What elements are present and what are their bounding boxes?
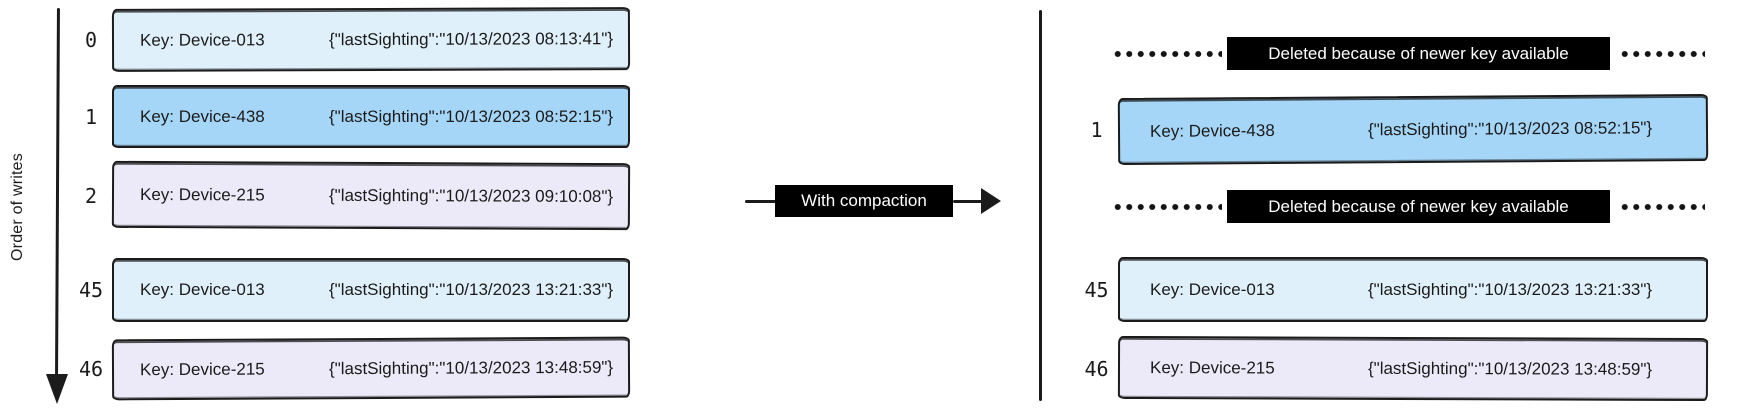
log-record-row: 0 Key: Device-013 {"lastSighting":"10/13… — [70, 7, 631, 72]
record-value: {"lastSighting":"10/13/2023 13:21:33"} — [1368, 279, 1653, 299]
record-key: Key: Device-013 — [1150, 279, 1275, 299]
tombstone-row: Deleted because of newer key available — [1075, 190, 1708, 223]
record-offset: 1 — [1090, 117, 1103, 142]
log-record-row: 45 Key: Device-013 {"lastSighting":"10/1… — [70, 258, 630, 322]
tombstone-row: Deleted because of newer key available — [1075, 37, 1708, 70]
record-value: {"lastSighting":"10/13/2023 08:52:15"} — [329, 106, 614, 126]
log-record-row: 1 Key: Device-438 {"lastSighting":"10/13… — [1075, 93, 1709, 166]
log-record-row: 46 Key: Device-215 {"lastSighting":"10/1… — [1075, 335, 1709, 402]
record-box: Key: Device-215 {"lastSighting":"10/13/2… — [111, 336, 631, 401]
log-record-row: 1 Key: Device-438 {"lastSighting":"10/13… — [70, 85, 630, 148]
log-record-row: 2 Key: Device-215 {"lastSighting":"10/13… — [70, 160, 631, 231]
record-box: Key: Device-438 {"lastSighting":"10/13/2… — [112, 85, 630, 148]
record-box: Key: Device-438 {"lastSighting":"10/13/2… — [1117, 93, 1709, 166]
record-value: {"lastSighting":"10/13/2023 13:21:33"} — [329, 280, 614, 299]
tombstone-label: Deleted because of newer key available — [1227, 37, 1610, 70]
record-key: Key: Device-215 — [139, 359, 265, 379]
record-offset: 45 — [78, 278, 104, 302]
compacted-log-divider-line — [1039, 10, 1042, 401]
right-arrow-icon — [981, 188, 1001, 214]
record-key: Key: Device-438 — [140, 106, 265, 126]
tombstone-label: Deleted because of newer key available — [1227, 190, 1610, 223]
log-record-row: 46 Key: Device-215 {"lastSighting":"10/1… — [70, 336, 631, 401]
record-key: Key: Device-438 — [1149, 120, 1275, 141]
record-box: Key: Device-013 {"lastSighting":"10/13/2… — [1118, 257, 1708, 322]
dotted-line-right — [1619, 49, 1705, 58]
record-box: Key: Device-215 {"lastSighting":"10/13/2… — [1117, 335, 1709, 402]
record-offset: 46 — [78, 356, 104, 381]
down-arrow-icon — [46, 374, 68, 404]
record-value: {"lastSighting":"10/13/2023 08:52:15"} — [1367, 117, 1653, 139]
record-offset: 1 — [84, 104, 98, 129]
uncompacted-log: 0 Key: Device-013 {"lastSighting":"10/13… — [70, 0, 631, 411]
with-compaction-connector: With compaction — [745, 185, 1005, 217]
record-value: {"lastSighting":"10/13/2023 09:10:08"} — [328, 185, 614, 206]
order-of-writes-axis-line — [55, 7, 60, 376]
dotted-line-left — [1112, 49, 1222, 58]
record-value: {"lastSighting":"10/13/2023 13:48:59"} — [1367, 358, 1653, 379]
record-offset: 2 — [84, 183, 98, 208]
record-value: {"lastSighting":"10/13/2023 13:48:59"} — [328, 357, 614, 378]
dotted-line-left — [1112, 202, 1222, 211]
record-box: Key: Device-013 {"lastSighting":"10/13/2… — [111, 7, 631, 72]
record-key: Key: Device-013 — [140, 280, 265, 299]
connector-tail-line — [745, 199, 776, 203]
with-compaction-label: With compaction — [775, 185, 953, 217]
record-offset: 46 — [1084, 356, 1109, 381]
record-box: Key: Device-013 {"lastSighting":"10/13/2… — [112, 258, 630, 322]
record-offset: 0 — [84, 27, 98, 52]
record-key: Key: Device-013 — [139, 29, 265, 50]
record-offset: 45 — [1084, 277, 1109, 302]
dotted-line-right — [1619, 202, 1705, 211]
record-key: Key: Device-215 — [139, 184, 265, 205]
connector-lead-line — [953, 199, 982, 203]
compacted-log: Deleted because of newer key available 1… — [1075, 0, 1709, 411]
record-key: Key: Device-215 — [1149, 357, 1275, 378]
log-record-row: 45 Key: Device-013 {"lastSighting":"10/1… — [1075, 257, 1708, 322]
order-of-writes-axis-label: Order of writes — [9, 153, 26, 261]
record-value: {"lastSighting":"10/13/2023 08:13:41"} — [328, 28, 614, 49]
record-box: Key: Device-215 {"lastSighting":"10/13/2… — [111, 160, 631, 231]
